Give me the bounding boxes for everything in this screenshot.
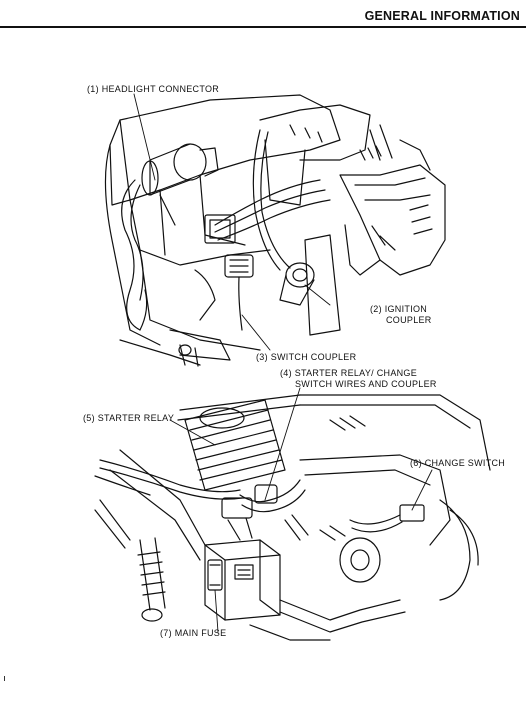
lower-engine-drawing: [94, 387, 491, 641]
label-starter-relay-wires-line2: SWITCH WIRES AND COUPLER: [295, 379, 437, 389]
label-main-fuse: (7) MAIN FUSE: [160, 628, 227, 638]
label-starter-relay-wires-line1: (4) STARTER RELAY/ CHANGE: [280, 368, 418, 378]
label-ignition-coupler-line1: (2) IGNITION: [370, 304, 428, 314]
label-ignition-coupler-line2: COUPLER: [386, 315, 432, 325]
label-switch-coupler: (3) SWITCH COUPLER: [256, 352, 357, 362]
label-starter-relay: (5) STARTER RELAY: [83, 413, 175, 423]
page-title: GENERAL INFORMATION: [364, 9, 520, 23]
label-headlight-connector: (1) HEADLIGHT CONNECTOR: [87, 84, 220, 94]
margin-tick-mark: [4, 676, 5, 681]
page-header: GENERAL INFORMATION: [0, 0, 526, 30]
header-rule: [0, 26, 526, 28]
upper-frame-drawing: [104, 93, 446, 367]
label-change-switch: (6) CHANGE SWITCH: [410, 458, 506, 468]
